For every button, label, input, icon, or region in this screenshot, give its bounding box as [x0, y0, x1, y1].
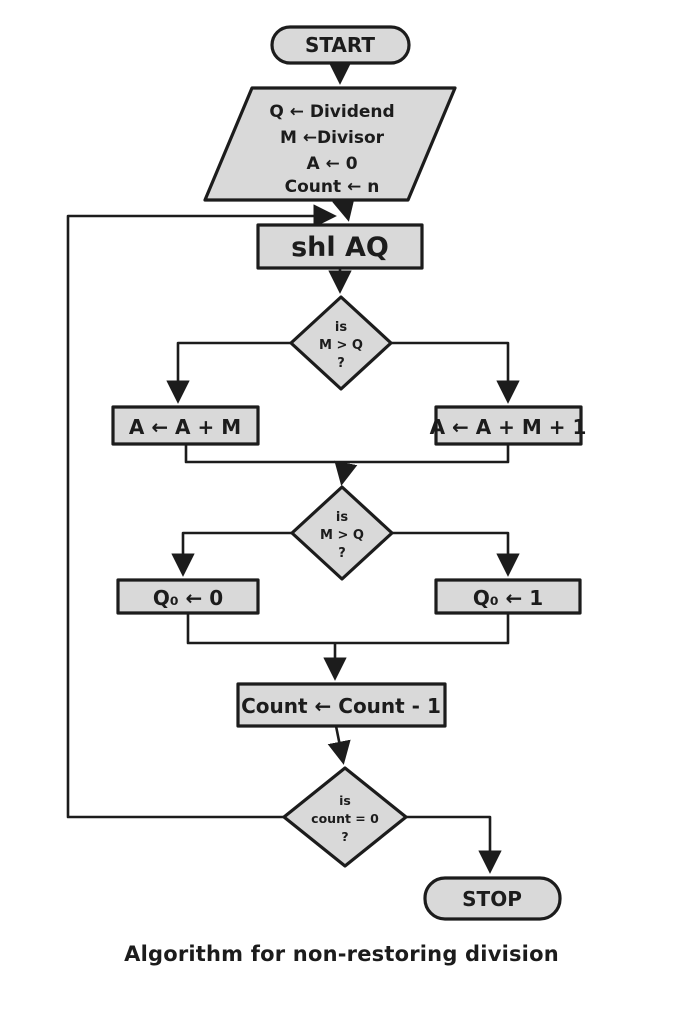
- count-decrement-box: Count ← Count - 1: [236, 682, 447, 728]
- add-m-label: A ← A + M: [129, 415, 241, 439]
- shl-aq-box: shl AQ: [256, 223, 424, 270]
- q0-set-1-box: Q₀ ← 1: [434, 578, 582, 615]
- edge-decision1-right: [391, 341, 520, 404]
- edge-loopback-to-shl: [66, 204, 337, 819]
- init-line-4: Count ← n: [285, 177, 380, 197]
- start-node: START: [270, 25, 411, 65]
- edge-merge1-to-decision2: [334, 460, 358, 486]
- decision-1-diamond: is M > Q ?: [289, 295, 393, 391]
- start-label: START: [305, 33, 375, 57]
- decision-1-line-2: M > Q: [319, 338, 363, 353]
- stop-label: STOP: [462, 887, 522, 911]
- edge-init-to-shl: [332, 196, 355, 222]
- decision-3-line-3: ?: [341, 829, 348, 844]
- q0-set-1-label: Q₀ ← 1: [473, 586, 543, 610]
- q0-set-0-box: Q₀ ← 0: [116, 578, 260, 615]
- edge-count-to-decision3: [327, 725, 351, 765]
- q0-set-0-label: Q₀ ← 0: [153, 586, 223, 610]
- edge-decision2-right: [392, 531, 520, 577]
- edge-decision1-left: [166, 341, 291, 404]
- decision-3-line-2: count = 0: [311, 811, 379, 826]
- add-m-box: A ← A + M: [111, 405, 260, 446]
- edge-decision2-left: [171, 531, 292, 577]
- stop-node: STOP: [423, 876, 562, 921]
- decision-1-line-1: is: [335, 320, 347, 335]
- decision-2-line-1: is: [336, 510, 348, 525]
- shl-aq-label: shl AQ: [291, 232, 389, 263]
- add-m-plus-1-box: A ← A + M + 1: [430, 405, 587, 446]
- init-line-3: A ← 0: [306, 154, 357, 174]
- init-parallelogram: Q ← Dividend M ←Divisor A ← 0 Count ← n: [203, 86, 457, 202]
- decision-2-line-2: M > Q: [320, 528, 364, 543]
- init-line-1: Q ← Dividend: [269, 102, 394, 122]
- decision-3-diamond: is count = 0 ?: [282, 766, 408, 868]
- decision-1-line-3: ?: [337, 356, 345, 371]
- diagram-caption: Algorithm for non-restoring division: [124, 942, 559, 966]
- init-line-2: M ←Divisor: [280, 128, 385, 148]
- decision-3-line-1: is: [339, 793, 351, 808]
- edge-merge1: [184, 444, 510, 464]
- decision-2-line-3: ?: [338, 546, 346, 561]
- add-m-plus-1-label: A ← A + M + 1: [430, 415, 587, 439]
- count-decrement-label: Count ← Count - 1: [241, 694, 441, 718]
- decision-2-diamond: is M > Q ?: [290, 485, 394, 581]
- edge-decision3-to-stop: [406, 815, 502, 874]
- edge-merge2: [186, 613, 510, 645]
